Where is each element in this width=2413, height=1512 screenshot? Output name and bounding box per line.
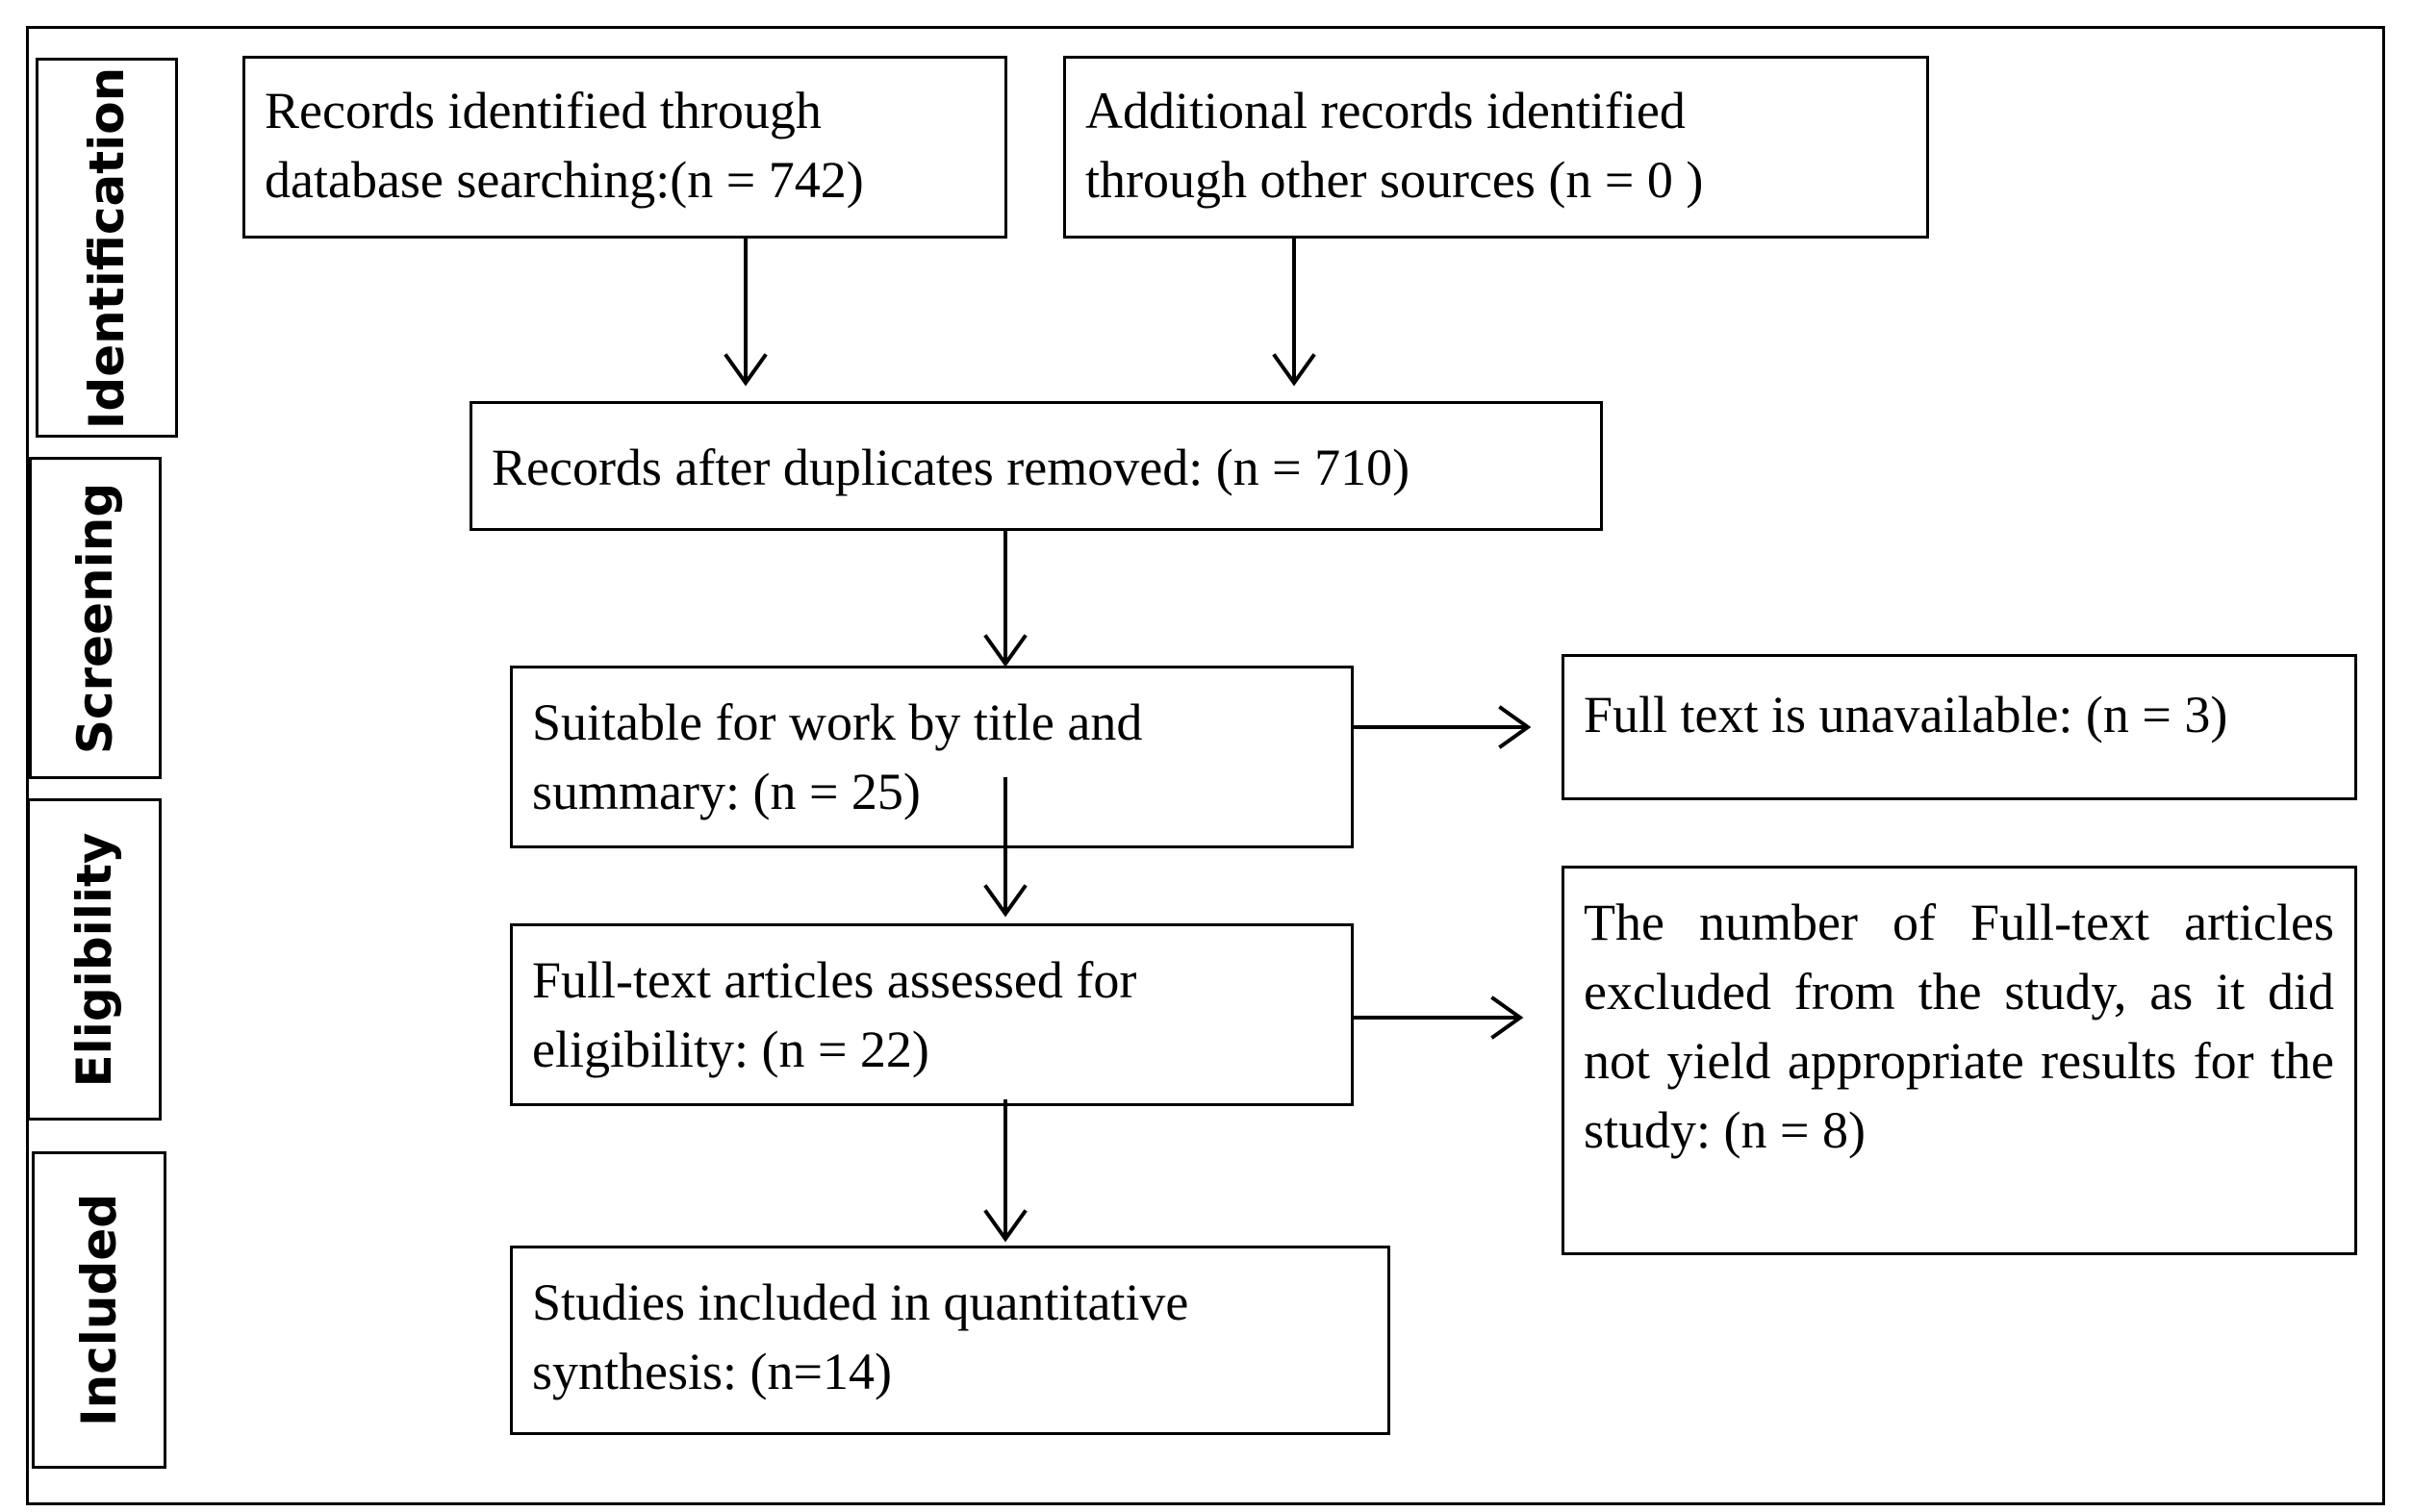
box-database-records-text: Records identified through database sear… <box>265 82 864 209</box>
box-duplicates-removed-text: Records after duplicates removed: (n = 7… <box>492 439 1410 496</box>
box-title-summary-text: Suitable for work by title and summary: … <box>532 693 1143 820</box>
box-database-records: Records identified through database sear… <box>242 56 1007 239</box>
stage-identification: Identification <box>36 58 178 438</box>
box-full-text-assessed: Full-text articles assessed for eligibil… <box>510 923 1354 1106</box>
box-full-text-assessed-text: Full-text articles assessed for eligibil… <box>532 951 1137 1078</box>
stage-eligibility: Eligibility <box>27 798 162 1121</box>
arrow-duplicates-to-title-summary <box>983 529 1028 668</box>
box-title-summary: Suitable for work by title and summary: … <box>510 666 1354 848</box>
arrow-title-summary-to-unavailable <box>1352 705 1532 749</box>
arrow-other-sources-to-duplicates <box>1272 237 1316 387</box>
box-other-sources-text: Additional records identified through ot… <box>1085 82 1704 209</box>
stage-screening: Screening <box>29 457 162 779</box>
arrow-assessed-to-excluded <box>1352 995 1524 1040</box>
arrow-database-to-duplicates <box>724 237 768 387</box>
arrow-assessed-to-included <box>983 1099 1028 1243</box>
box-full-text-unavailable: Full text is unavailable: (n = 3) <box>1562 654 2357 800</box>
box-full-text-excluded-text: The number of Full-text articles exclude… <box>1584 894 2334 1159</box>
box-studies-included-text: Studies included in quantitative synthes… <box>532 1273 1189 1400</box>
box-other-sources: Additional records identified through ot… <box>1063 56 1929 239</box>
box-full-text-excluded: The number of Full-text articles exclude… <box>1562 866 2357 1255</box>
box-full-text-unavailable-text: Full text is unavailable: (n = 3) <box>1584 686 2228 743</box>
box-studies-included: Studies included in quantitative synthes… <box>510 1246 1390 1435</box>
box-duplicates-removed: Records after duplicates removed: (n = 7… <box>470 401 1603 531</box>
arrow-title-summary-to-assessed <box>983 777 1028 918</box>
stage-included: Included <box>32 1151 166 1469</box>
outer-frame <box>26 26 2385 1505</box>
